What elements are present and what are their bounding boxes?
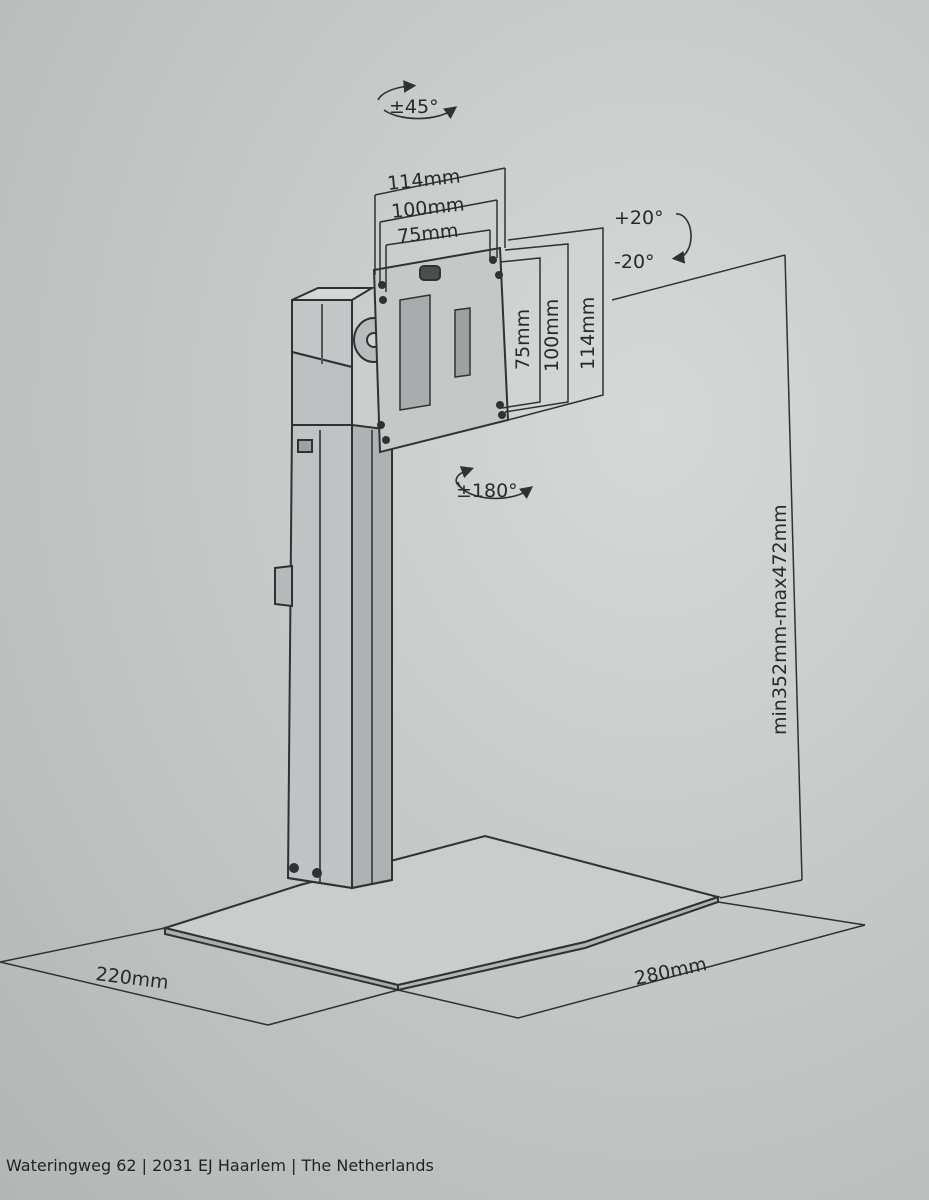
vesa-height-114-label: 114mm xyxy=(577,297,599,370)
tilt-up-label: +20° xyxy=(614,207,664,229)
rotate-label: ±180° xyxy=(456,480,518,502)
vesa-width-75-label: 75mm xyxy=(396,220,459,248)
vesa-mount-plate xyxy=(353,246,510,454)
vesa-width-114-label: 114mm xyxy=(386,165,461,195)
base-dimension-lines xyxy=(0,901,866,1026)
rotation-arcs xyxy=(377,80,692,500)
company-address: Wateringweg 62 | 2031 EJ Haarlem | The N… xyxy=(6,1156,434,1175)
height-dimension-lines xyxy=(611,254,803,899)
vesa-holes xyxy=(377,256,506,444)
vesa-height-75-label: 75mm xyxy=(512,309,534,370)
vesa-height-dimension-lines xyxy=(499,227,604,421)
vesa-width-dimension-lines xyxy=(374,167,506,292)
tilt-arc-icon xyxy=(671,213,692,264)
tilt-down-label: -20° xyxy=(614,251,655,273)
base-width-label: 280mm xyxy=(632,953,708,990)
swivel-arc-icon xyxy=(383,106,458,120)
base-screws xyxy=(289,863,322,878)
swivel-label: ±45° xyxy=(389,96,439,118)
stand-column xyxy=(274,287,393,890)
vesa-height-100-label: 100mm xyxy=(541,299,563,372)
height-range-label: min352mm-max472mm xyxy=(769,504,791,735)
base-depth-label: 220mm xyxy=(94,963,169,994)
vesa-width-100-label: 100mm xyxy=(390,193,465,223)
